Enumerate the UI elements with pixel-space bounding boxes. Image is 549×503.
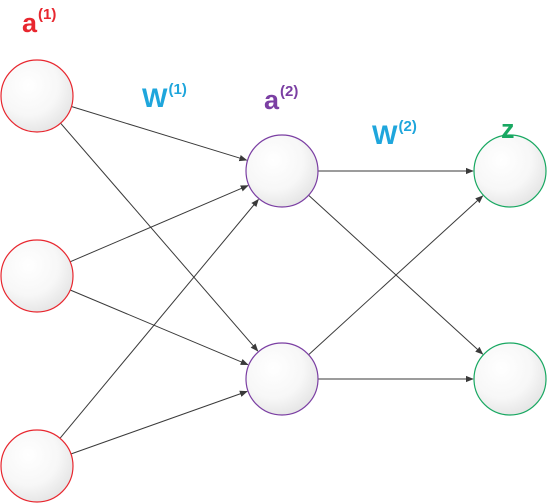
weights-1-label-superscript: (1) [168, 81, 187, 98]
output-node-2 [473, 342, 547, 416]
weights-2-label-superscript: (2) [398, 118, 417, 135]
output-layer-label-base: z [501, 114, 515, 144]
weights-2-label: W(2) [372, 119, 417, 150]
hidden-layer-label-superscript: (2) [280, 83, 299, 100]
weights-1-label: W(1) [142, 82, 187, 113]
weights-2-label-base: W [372, 120, 398, 150]
output-node-1 [473, 134, 547, 208]
input-layer-label-base: a [22, 8, 38, 38]
input-node-1 [0, 59, 74, 133]
hidden-layer-label: a(2) [264, 84, 298, 115]
edge-input-3-to-1 [59, 198, 259, 439]
hidden-layer-label-base: a [264, 85, 280, 115]
edge-input-2-to-1 [69, 185, 249, 263]
hidden-node-1 [245, 134, 319, 208]
edge-input-3-to-2 [70, 390, 248, 455]
connection-edges [59, 106, 484, 455]
edge-hidden-2-to-1 [308, 195, 484, 356]
output-layer-label: z [501, 116, 515, 143]
edge-input-1-to-2 [60, 122, 259, 352]
hidden-node-2 [245, 342, 319, 416]
input-node-2 [0, 239, 74, 313]
input-layer-label-superscript: (1) [38, 6, 57, 23]
weights-1-label-base: W [142, 83, 168, 113]
network-nodes [0, 59, 547, 503]
edge-input-1-to-1 [71, 106, 248, 162]
edge-input-2-to-2 [70, 289, 249, 366]
input-layer-label: a(1) [22, 7, 56, 38]
input-node-3 [0, 429, 74, 503]
